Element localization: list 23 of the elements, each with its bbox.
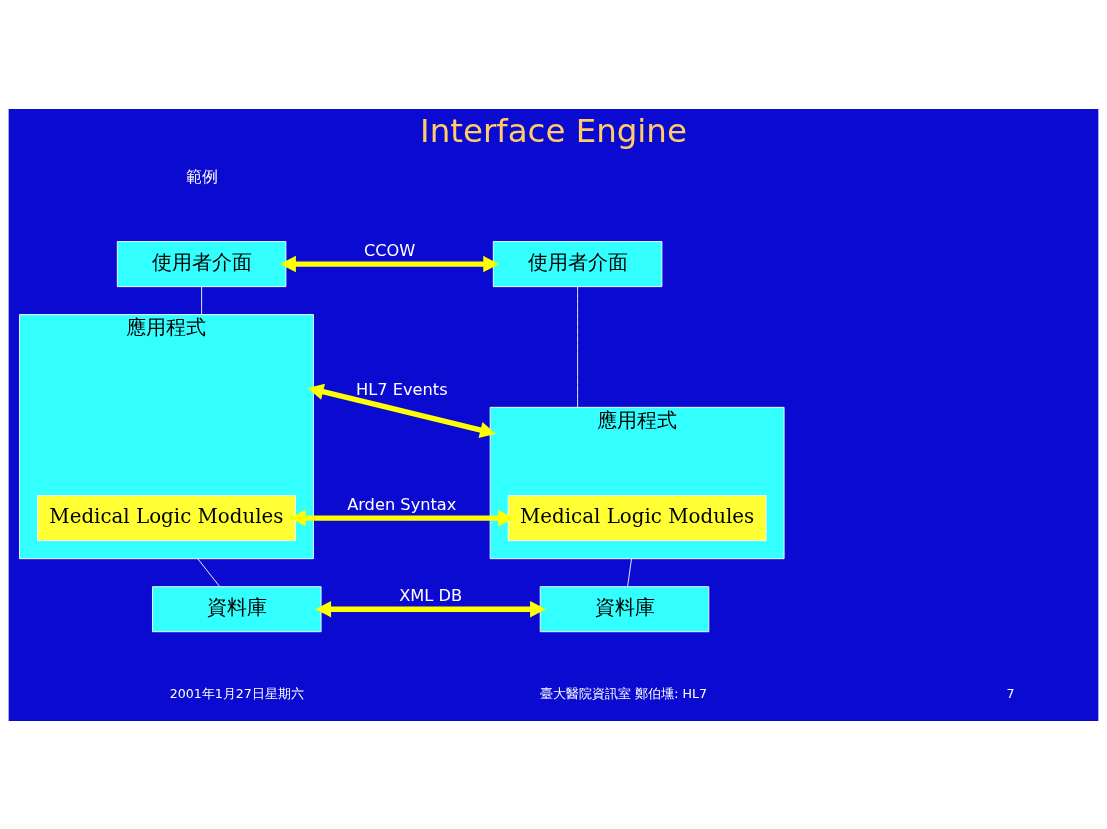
label: 臺大醫院資訊室 鄭伯壎: HL7	[540, 685, 708, 701]
label: 範例	[185, 166, 218, 186]
edge-label: Arden Syntax	[347, 494, 457, 514]
connector	[201, 285, 203, 315]
connector	[577, 285, 579, 408]
edge-label: XML DB	[399, 585, 463, 605]
node-box: Medical Logic Modules	[37, 494, 296, 541]
arrow	[307, 383, 496, 438]
arrow	[280, 255, 499, 272]
node-box: 使用者介面	[116, 240, 287, 287]
diagram-title: Interface Engine	[420, 111, 687, 150]
arrow	[289, 509, 514, 526]
node-box: 資料庫	[539, 585, 710, 632]
node-box: 使用者介面	[492, 240, 663, 287]
connector	[627, 557, 632, 587]
edge-label: CCOW	[363, 240, 416, 260]
label: 7	[1006, 685, 1015, 701]
node-box: 資料庫	[152, 585, 322, 632]
arrow	[315, 600, 546, 617]
connector	[197, 557, 220, 587]
label: 2001年1月27日星期六	[169, 685, 304, 701]
edge-label: HL7 Events	[355, 379, 448, 399]
node-box: Medical Logic Modules	[507, 494, 767, 541]
